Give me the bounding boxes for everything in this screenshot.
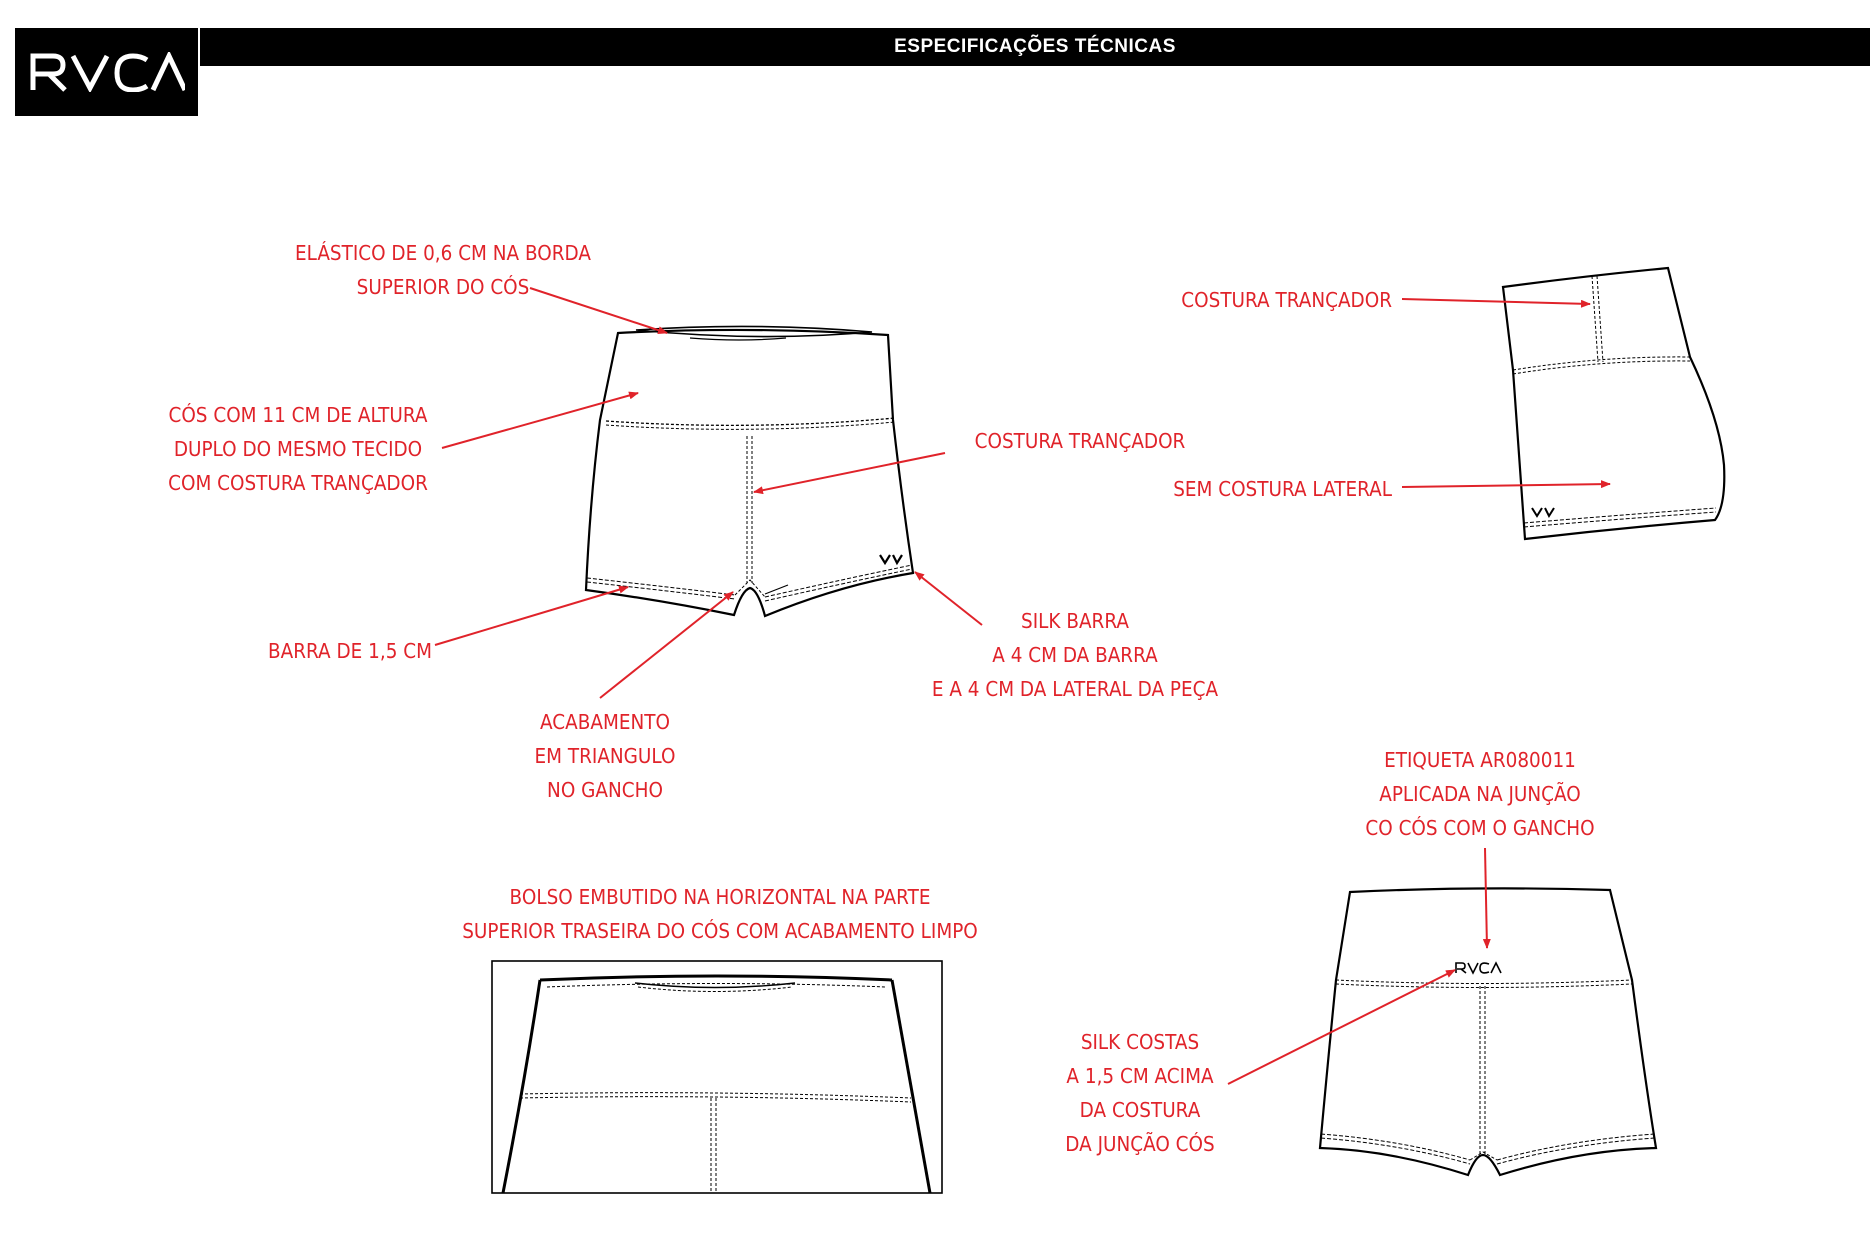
rvca-wordmark [30,52,185,92]
note-no-side-seam-line-1: SEM COSTURA LATERAL [1173,477,1392,501]
note-silk-hem-line-1: SILK BARRA [1021,609,1129,633]
note-elastic-line-1: ELÁSTICO DE 0,6 CM NA BORDA [295,241,591,265]
note-label: ETIQUETA AR080011 APLICADA NA JUNÇÃO CO … [1342,743,1618,845]
note-silk-hem-line-2: A 4 CM DA BARRA [992,643,1158,667]
note-waistband-line-3: COM COSTURA TRANÇADOR [168,471,428,495]
front-view-sketch [584,325,915,618]
note-waistband-line-2: DUPLO DO MESMO TECIDO [173,437,423,461]
note-pocket-line-2: SUPERIOR TRASEIRA DO CÓS COM ACABAMENTO … [462,919,978,943]
annotation-arrows [434,287,1611,1085]
brand-logo [15,28,198,116]
note-label-line-2: APLICADA NA JUNÇÃO [1379,782,1581,806]
note-side-seam: COSTURA TRANÇADOR [1123,283,1392,317]
note-pocket-line-1: BOLSO EMBUTIDO NA HORIZONTAL NA PARTE [509,885,931,909]
note-silk-hem-line-3: E A 4 CM DA LATERAL DA PEÇA [931,677,1219,701]
note-crotch-line-3: NO GANCHO [547,778,663,802]
note-silk-back-line-1: SILK COSTAS [1080,1030,1200,1054]
note-silk-back-line-4: DA JUNÇÃO CÓS [1065,1132,1215,1156]
note-crotch-line-1: ACABAMENTO [540,710,670,734]
note-silk-hem: SILK BARRA A 4 CM DA BARRA E A 4 CM DA L… [928,604,1222,706]
note-silk-back-line-2: A 1,5 CM ACIMA [1066,1064,1214,1088]
note-silk-back-line-3: DA COSTURA [1079,1098,1201,1122]
side-view-sketch [1501,266,1726,541]
page-title: ESPECIFICAÇÕES TÉCNICAS [200,28,1870,66]
note-label-line-3: CO CÓS COM O GANCHO [1365,816,1595,840]
note-front-seam: COSTURA TRANÇADOR [970,424,1191,458]
note-elastic-line-2: SUPERIOR DO CÓS [356,275,530,299]
note-waistband-line-1: CÓS COM 11 CM DE ALTURA [168,403,428,427]
note-silk-back: SILK COSTAS A 1,5 CM ACIMA DA COSTURA DA… [1048,1025,1232,1161]
note-front-seam-line-1: COSTURA TRANÇADOR [974,429,1186,453]
note-side-seam-line-1: COSTURA TRANÇADOR [1181,288,1392,312]
page-title-text: ESPECIFICAÇÕES TÉCNICAS [894,36,1176,57]
back-view-sketch [1318,887,1658,1177]
note-elastic: ELÁSTICO DE 0,6 CM NA BORDA SUPERIOR DO … [254,236,631,304]
note-no-side-seam: SEM COSTURA LATERAL [1123,472,1392,506]
note-crotch: ACABAMENTO EM TRIANGULO NO GANCHO [513,705,697,807]
note-hem: BARRA DE 1,5 CM [258,634,442,668]
note-pocket: BOLSO EMBUTIDO NA HORIZONTAL NA PARTE SU… [453,880,987,948]
note-crotch-line-2: EM TRIANGULO [534,744,676,768]
pocket-detail-sketch [491,960,943,1194]
note-waistband: CÓS COM 11 CM DE ALTURA DUPLO DO MESMO T… [142,398,455,500]
note-hem-line-1: BARRA DE 1,5 CM [268,639,432,663]
note-label-line-1: ETIQUETA AR080011 [1384,748,1576,772]
